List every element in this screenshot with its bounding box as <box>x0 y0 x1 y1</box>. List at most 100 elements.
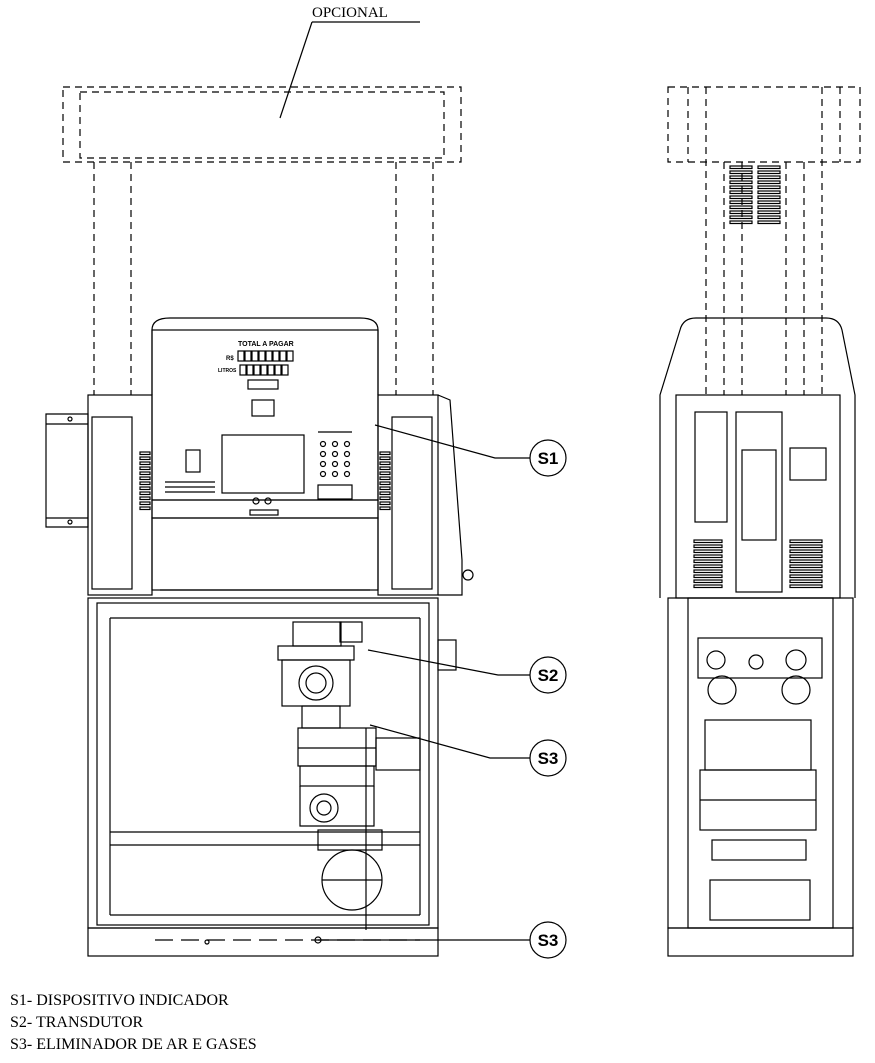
side-cabinet <box>667 597 854 957</box>
digit-row-total <box>237 350 294 362</box>
canopy-slot <box>757 185 781 190</box>
vent-slot <box>139 461 151 466</box>
canopy-slot <box>729 190 753 195</box>
keypad-key <box>343 460 351 468</box>
canopy-slot <box>729 220 753 225</box>
digit-box <box>279 350 287 362</box>
display-panel: TOTAL A PAGAR R$ LITROS <box>165 341 305 516</box>
keypad-key <box>331 470 339 478</box>
vent-slot <box>789 584 823 589</box>
vent-slot <box>789 539 823 544</box>
vent-slot <box>139 466 151 471</box>
optional-label: OPCIONAL <box>312 5 388 21</box>
vent-slot <box>379 486 391 491</box>
canopy-slot <box>757 170 781 175</box>
optional-leader <box>279 21 420 119</box>
optional-canopy-side <box>667 86 861 395</box>
vent-slot <box>379 471 391 476</box>
keypad-key <box>319 460 327 468</box>
canopy-slot <box>729 170 753 175</box>
digit-box <box>274 364 282 376</box>
canopy-slot <box>729 180 753 185</box>
vent-slot <box>693 554 723 559</box>
side-head <box>659 317 856 599</box>
vents-left <box>139 451 151 511</box>
vent-slot <box>139 491 151 496</box>
canopy-slot <box>729 165 753 170</box>
keypad <box>317 431 353 500</box>
side-canopy-slots <box>729 165 781 225</box>
canopy-slot <box>729 175 753 180</box>
legend-item-s1: S1- DISPOSITIVO INDICADOR <box>10 992 229 1009</box>
callout-circles <box>529 439 567 959</box>
vent-slot <box>139 476 151 481</box>
front-side-right <box>377 394 474 596</box>
front-side-left <box>45 394 153 596</box>
vent-slot <box>379 466 391 471</box>
keypad-key <box>331 440 339 448</box>
vent-slot <box>789 554 823 559</box>
vent-slot <box>379 496 391 501</box>
vent-slot <box>139 451 151 456</box>
canopy-slot <box>729 200 753 205</box>
vent-slot <box>139 481 151 486</box>
vent-slot <box>139 496 151 501</box>
vent-slot <box>789 579 823 584</box>
canopy-slot <box>729 185 753 190</box>
keypad-key <box>331 450 339 458</box>
vent-slot <box>693 549 723 554</box>
canopy-slot <box>757 165 781 170</box>
vent-slot <box>139 486 151 491</box>
vent-slot <box>379 456 391 461</box>
display-currency: R$ <box>226 356 234 362</box>
callout-s3a: S3 <box>538 749 559 768</box>
vent-slot <box>789 569 823 574</box>
side-vents <box>693 539 823 589</box>
vent-slot <box>789 559 823 564</box>
canopy-slot <box>757 190 781 195</box>
digit-box <box>267 364 275 376</box>
keypad-key <box>343 470 351 478</box>
keypad-key <box>331 460 339 468</box>
digit-box <box>251 350 259 362</box>
digit-box <box>239 364 247 376</box>
digit-box <box>258 350 266 362</box>
optional-canopy-front <box>62 86 462 395</box>
keypad-key <box>343 450 351 458</box>
vent-slot <box>379 476 391 481</box>
digit-box <box>286 350 294 362</box>
canopy-slot <box>729 215 753 220</box>
canopy-slot <box>757 175 781 180</box>
vent-slot <box>693 564 723 569</box>
vent-slot <box>139 506 151 511</box>
pump-meter-assembly <box>277 621 421 930</box>
digit-box <box>237 350 245 362</box>
digit-box <box>281 364 289 376</box>
keypad-key <box>343 440 351 448</box>
callout-labels: S1 S2 S3 S3 <box>538 449 559 950</box>
digit-box <box>272 350 280 362</box>
digit-row-volume <box>239 364 289 376</box>
vent-slot <box>379 501 391 506</box>
vent-slot <box>693 574 723 579</box>
keypad-key <box>319 450 327 458</box>
keypad-key <box>319 440 327 448</box>
vent-slot <box>379 506 391 511</box>
vents-right <box>379 451 391 511</box>
callout-s2: S2 <box>538 666 559 685</box>
canopy-slot <box>757 215 781 220</box>
callout-leaders <box>318 424 530 941</box>
vent-slot <box>789 549 823 554</box>
vent-slot <box>379 451 391 456</box>
canopy-slot <box>757 210 781 215</box>
canopy-slot <box>729 205 753 210</box>
display-unit: LITROS <box>218 368 237 374</box>
digit-box <box>244 350 252 362</box>
canopy-slot <box>729 195 753 200</box>
digit-box <box>260 364 268 376</box>
callout-s3b: S3 <box>538 931 559 950</box>
digit-box <box>246 364 254 376</box>
vent-slot <box>379 461 391 466</box>
vent-slot <box>139 501 151 506</box>
